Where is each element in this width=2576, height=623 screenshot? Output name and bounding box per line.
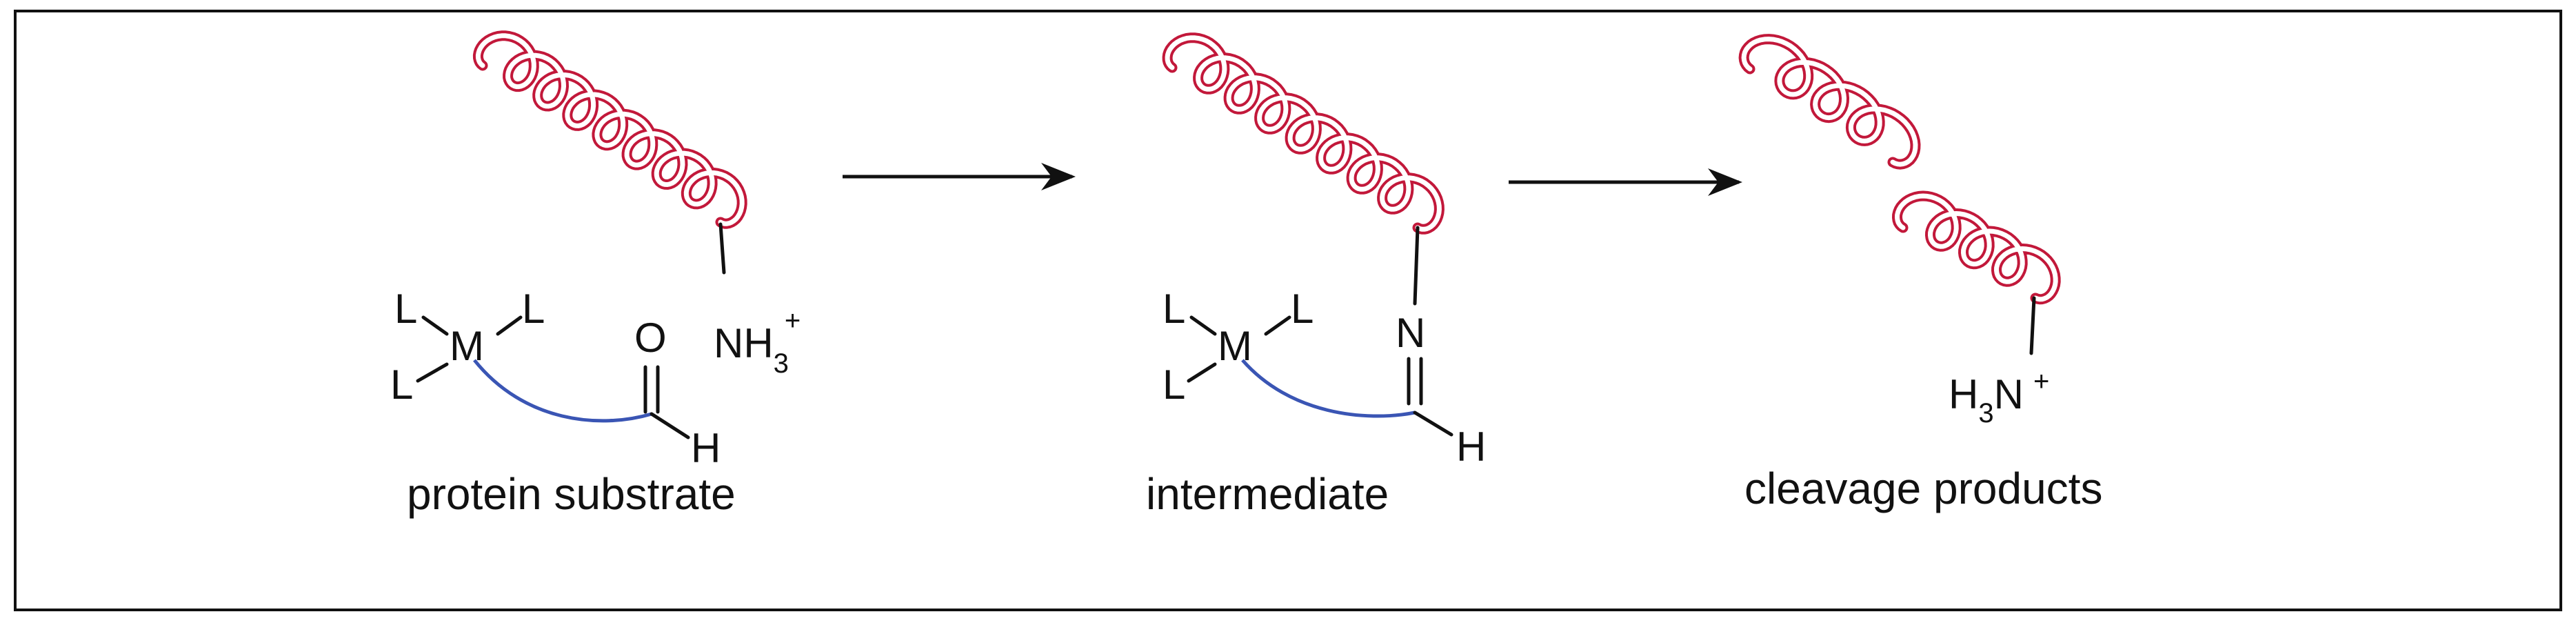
bond-ligand-metal (1189, 315, 1217, 336)
metal-center: M (1218, 323, 1252, 369)
bond-carbon-hydrogen (1413, 411, 1453, 437)
ligand-top-right: L (522, 286, 545, 332)
ligand-top-right: L (1291, 286, 1314, 332)
ligand-top-left: L (1163, 286, 1185, 332)
helix-coil-stroke (1892, 190, 2061, 305)
helix-to-amine-bond (718, 222, 726, 275)
protein-helix (472, 30, 747, 229)
helix-to-imine-bond (1413, 226, 1420, 306)
caption-intermediate: intermediate (1146, 469, 1389, 519)
imine-hydrogen: H (1456, 424, 1486, 470)
bond-ligand-metal (1264, 315, 1291, 336)
ligand-top-left: L (394, 286, 417, 332)
stage-intermediate: N L L L M H intermediate (1146, 32, 1486, 519)
amine-label: NH3+ (714, 306, 801, 379)
caption-protein-substrate: protein substrate (407, 469, 736, 519)
ligand-bottom-left: L (1163, 362, 1185, 408)
helix-coil-stroke (1741, 37, 1918, 167)
carbonyl-oxygen: O (634, 315, 667, 361)
bond-ligand-metal (1187, 362, 1217, 383)
metal-aldehyde-linker (473, 359, 652, 423)
bond-ligand-metal (416, 362, 449, 383)
protein-helix-fragment (1892, 190, 2061, 305)
bond-carbon-hydrogen (650, 412, 690, 439)
protein-helix-fragment (1738, 34, 1921, 170)
helix-coil-stroke (475, 33, 745, 226)
helix-coil-stroke (1165, 35, 1442, 232)
protein-helix (1162, 32, 1445, 235)
bond-ligand-metal (496, 315, 523, 336)
ligand-bottom-left: L (390, 362, 413, 408)
metal-center: M (450, 323, 484, 369)
helix-coil-stroke (1738, 34, 1921, 170)
stage-cleavage-products: H3N+ cleavage products (1738, 34, 2102, 513)
stage-protein-substrate: NH3+ L L L M O H protein substrate (390, 30, 801, 519)
imine-nitrogen: N (1396, 310, 1425, 356)
helix-coil-stroke (472, 30, 747, 229)
helix-coil-stroke (1162, 32, 1445, 235)
helix-to-amine-bond (2029, 296, 2036, 355)
frame-border (14, 10, 2562, 611)
caption-cleavage-products: cleavage products (1744, 464, 2102, 513)
bond-ligand-metal (421, 315, 449, 336)
metal-imine-linker (1241, 359, 1416, 418)
amine-label: H3N+ (1949, 366, 2049, 428)
aldehyde-hydrogen: H (691, 425, 721, 471)
helix-coil-stroke (1895, 193, 2058, 302)
